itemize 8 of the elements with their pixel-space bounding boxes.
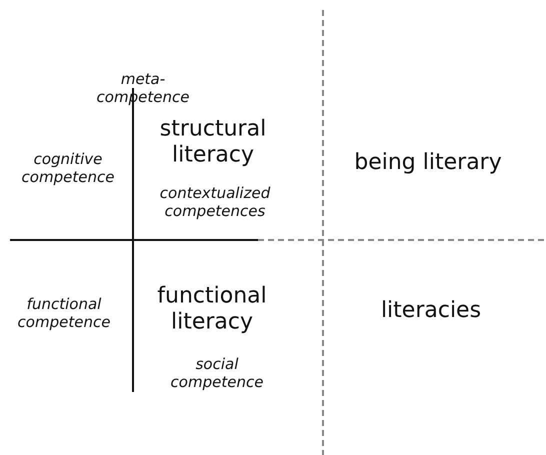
dimension-label: cognitive competence: [20, 150, 116, 186]
dimension-label: functional competence: [16, 295, 112, 331]
quadrant-title: structural literacy: [158, 116, 268, 170]
quadrant-title: functional literacy: [156, 284, 268, 336]
dimension-label: contextualized competences: [158, 184, 272, 220]
dimension-label: social competence: [170, 355, 264, 391]
quadrant-title: being literary: [353, 150, 503, 176]
quadrant-title: literacies: [380, 298, 482, 324]
